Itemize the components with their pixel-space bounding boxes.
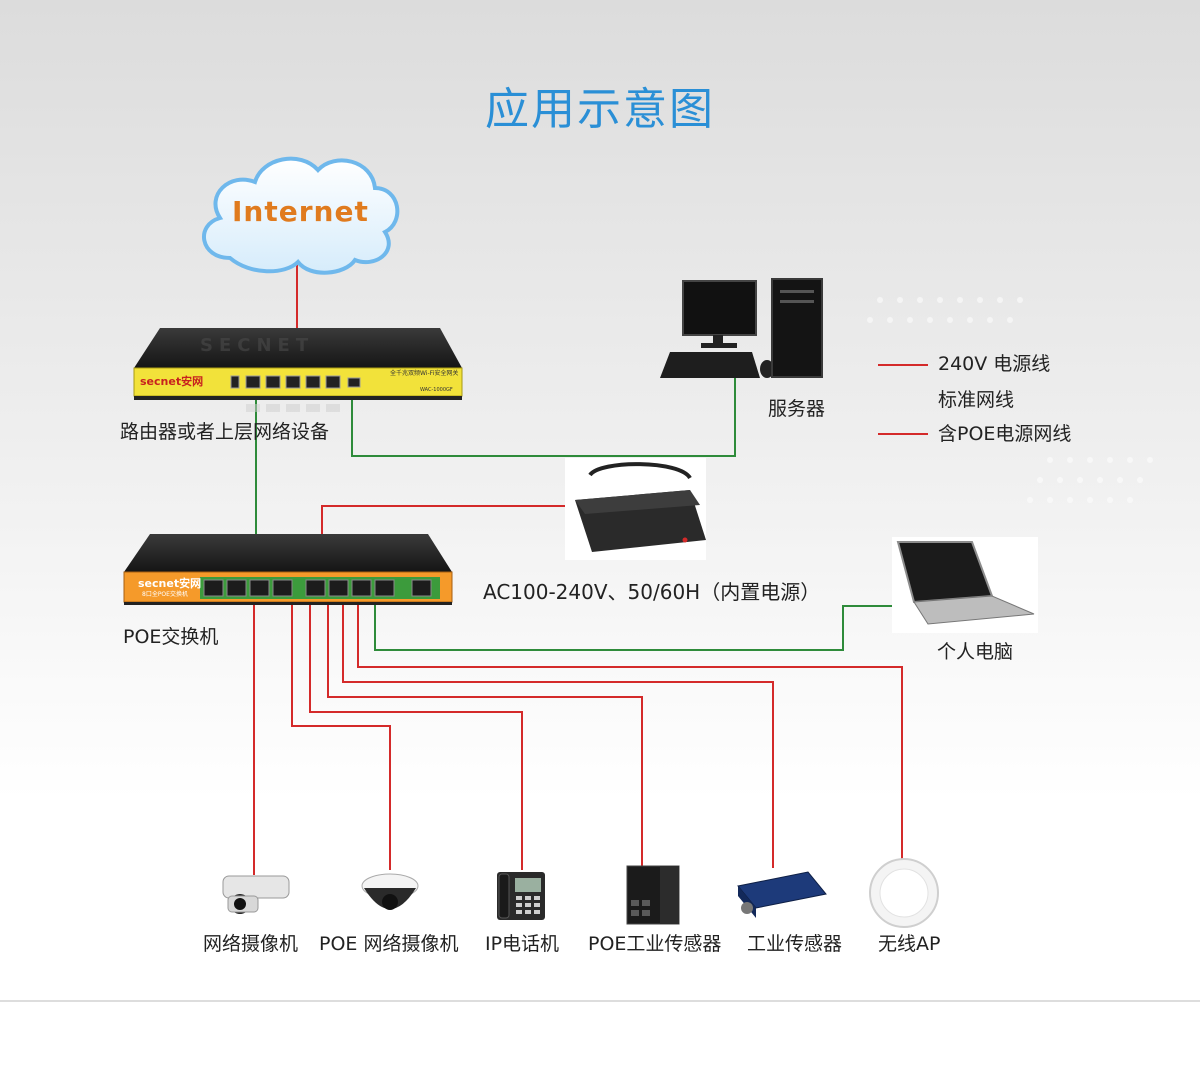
server-label: 服务器 <box>768 398 826 420</box>
dome-camera-icon <box>361 873 419 910</box>
wireless-ap-icon <box>869 858 939 928</box>
switch-label: POE交换机 <box>123 626 219 648</box>
router-server-line <box>351 372 736 457</box>
switch-brand: secnet安网 <box>138 577 202 590</box>
adapter-label: AC100-240V、50/60H（内置电源） <box>483 580 821 604</box>
industrial-switch-icon <box>626 865 680 925</box>
legend-network: 标准网线 <box>938 389 1015 411</box>
adapter-power-line <box>321 505 570 534</box>
router-label: 路由器或者上层网络设备 <box>120 421 330 443</box>
laptop-icon <box>892 537 1038 633</box>
legend-poe: 含POE电源网线 <box>938 423 1072 445</box>
router-device <box>133 328 463 412</box>
bullet-camera-icon <box>222 875 290 914</box>
device-label-ip-phone: IP电话机 <box>485 933 560 955</box>
router-model-code: WAC-1000GF <box>420 387 453 393</box>
poe-switch-device <box>123 534 453 605</box>
switch-subtext: 8口全POE交换机 <box>142 591 188 598</box>
ip-phone-icon <box>497 872 545 920</box>
device-label-poe-camera: POE 网络摄像机 <box>319 933 459 955</box>
router-model-text: 全千兆双频Wi-Fi安全网关 <box>390 370 459 377</box>
halftone-decoration <box>867 297 1153 503</box>
poe-device-lines <box>253 598 903 875</box>
router-brand-mark: SECNET <box>200 335 315 356</box>
cloud-label: Internet <box>232 195 369 228</box>
page-title: 应用示意图 <box>485 84 715 135</box>
laptop-label: 个人电脑 <box>937 641 1014 663</box>
internet-cloud-icon <box>202 156 400 275</box>
device-label-sensor: 工业传感器 <box>747 933 843 955</box>
device-label-wireless-ap: 无线AP <box>878 933 941 955</box>
device-label-network-camera: 网络摄像机 <box>203 933 299 955</box>
router-brand: secnet安网 <box>140 375 204 388</box>
server-icon <box>660 278 823 378</box>
legend-power: 240V 电源线 <box>938 353 1051 375</box>
device-label-poe-sensor: POE工业传感器 <box>588 933 722 955</box>
industrial-sensor-icon <box>737 871 827 918</box>
power-adapter-icon <box>565 458 706 560</box>
switch-laptop-line <box>374 598 915 651</box>
